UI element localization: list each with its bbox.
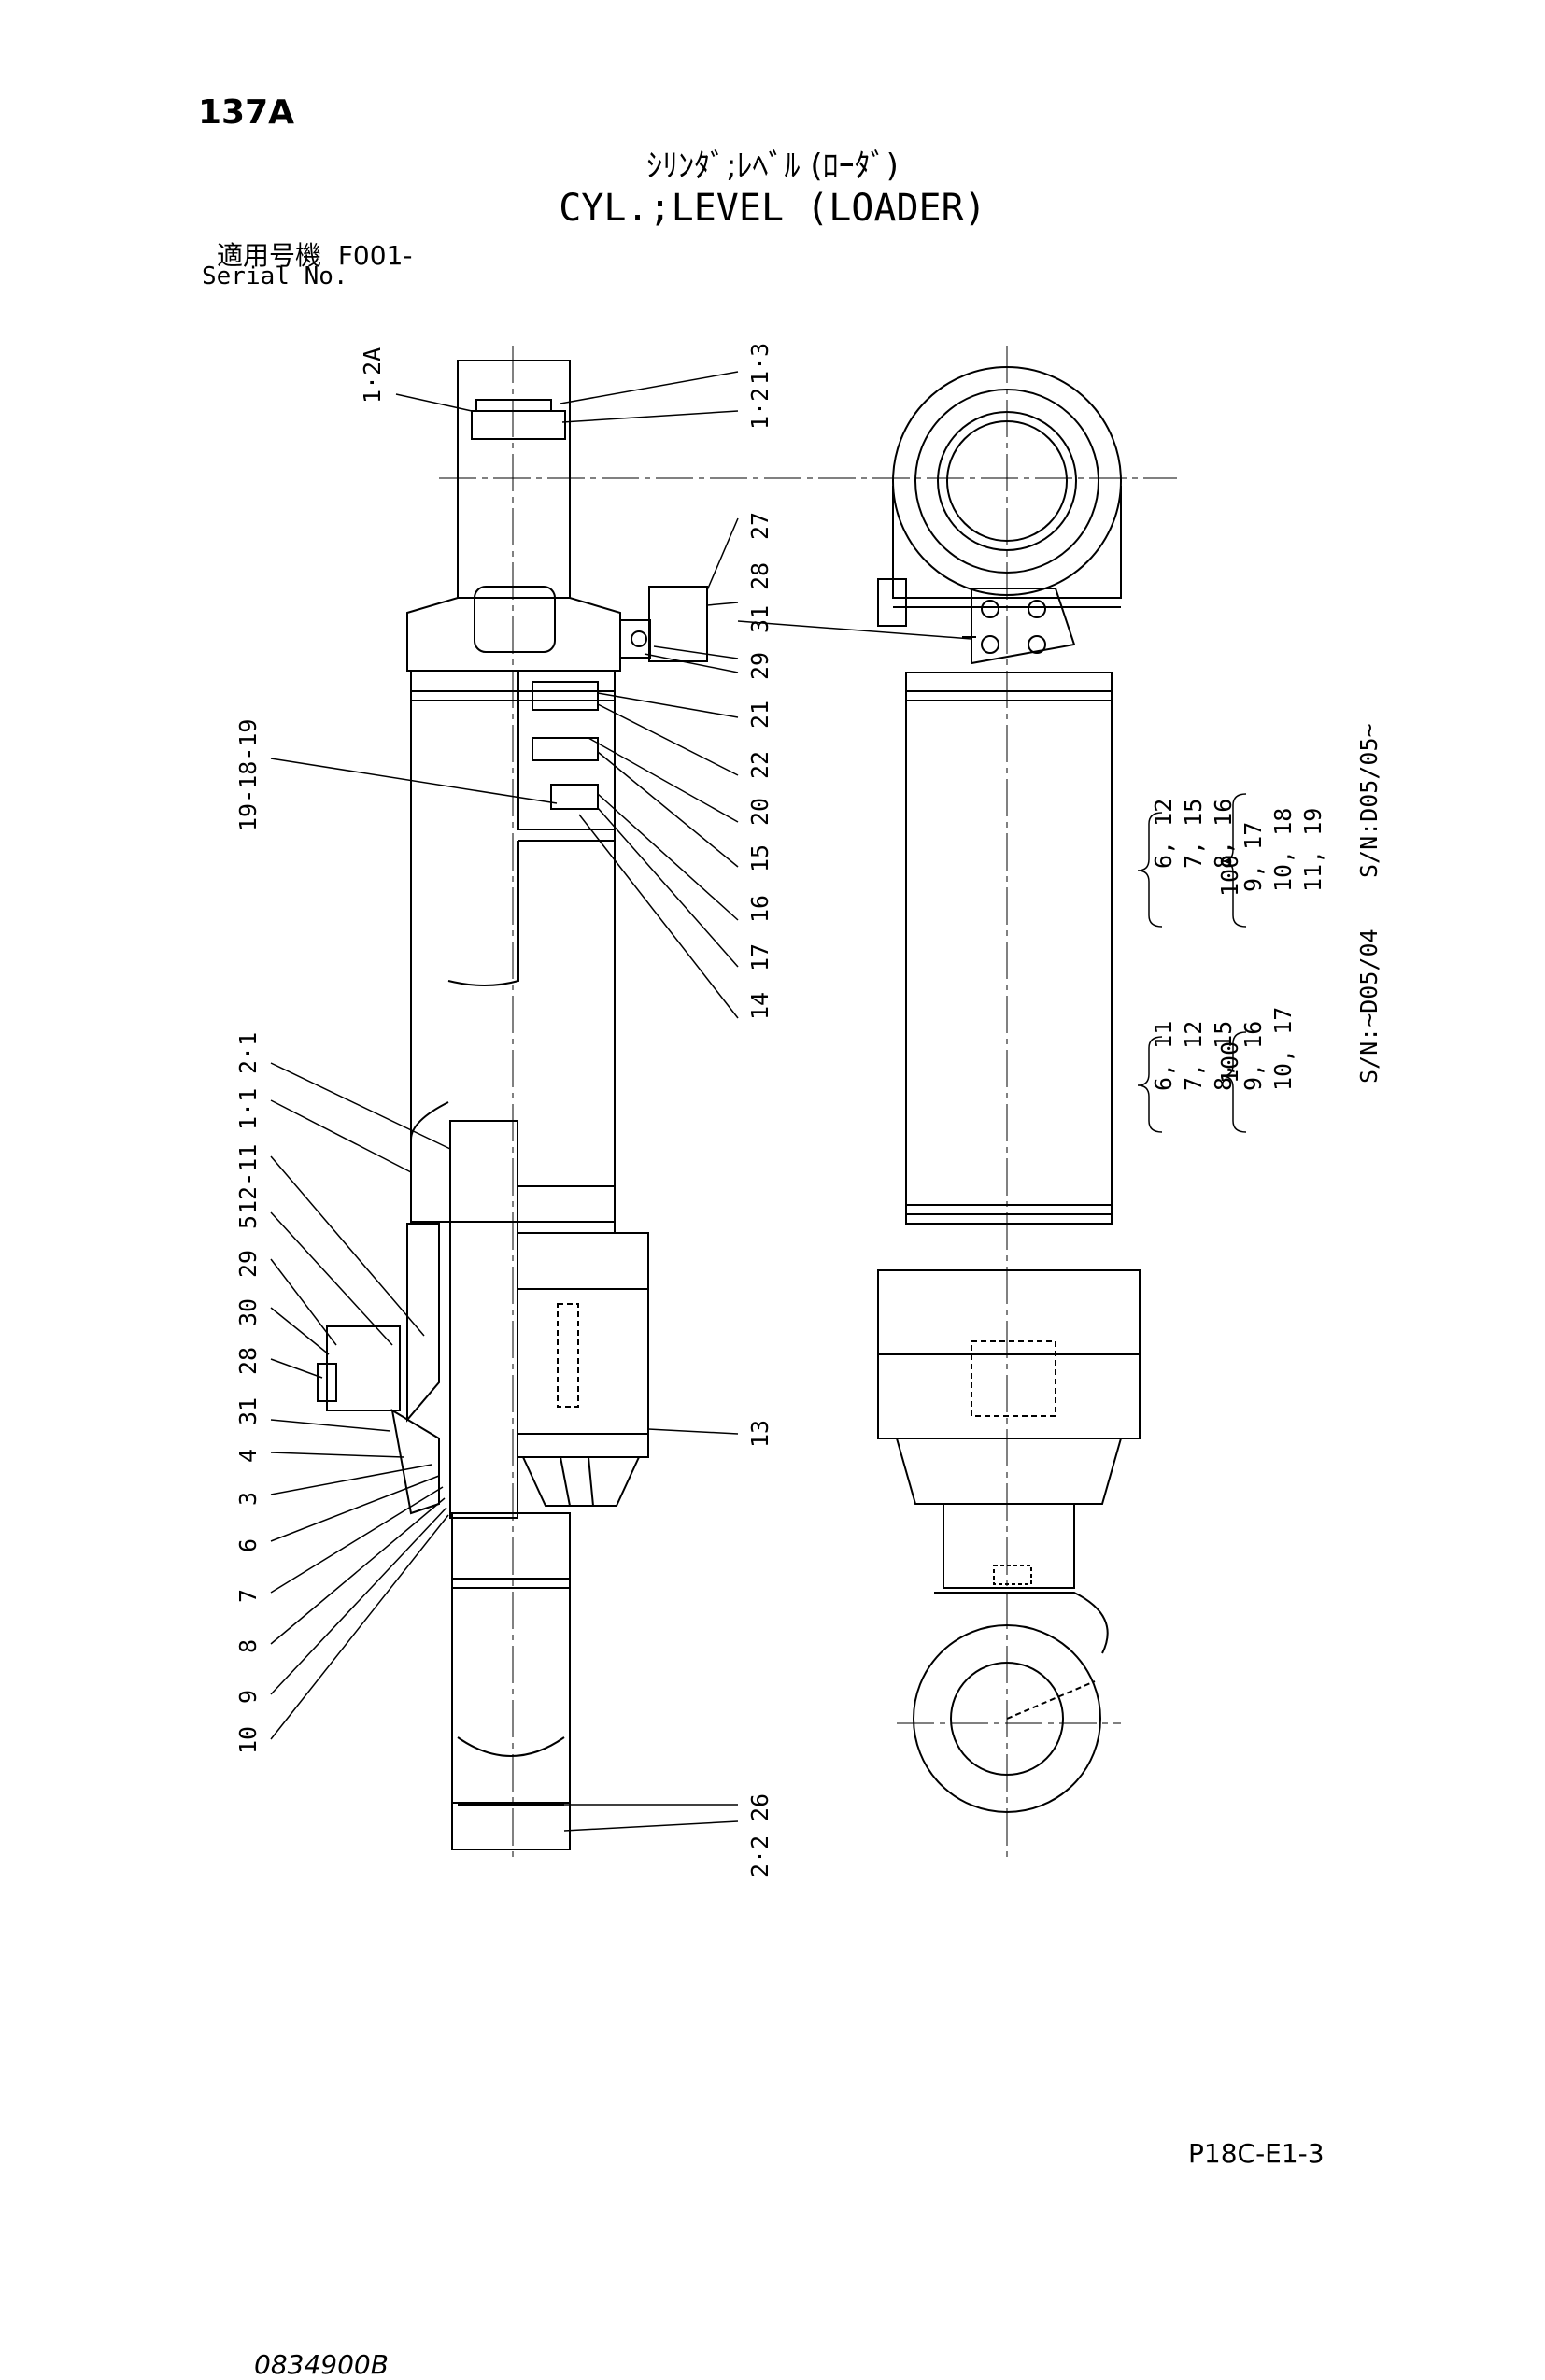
callout-3: 3	[234, 1492, 262, 1506]
kit-old-row-2: 7, 12	[1180, 1021, 1207, 1091]
kit-new-row-1: 6, 12	[1150, 799, 1177, 869]
kit-old-serial: S/N:~D05/04	[1355, 928, 1382, 1084]
callout-7: 7	[234, 1589, 262, 1603]
callout-21: 21	[746, 701, 773, 729]
serial-label-english: Serial No.	[202, 262, 348, 290]
serial-label-jp-text: 適用号機	[217, 240, 322, 271]
serial-value: F001-	[337, 240, 413, 271]
callout-17: 17	[746, 943, 773, 971]
callout-30: 30	[234, 1298, 262, 1326]
callout-1-1: 1·1	[234, 1088, 262, 1130]
kit-new-row-2: 7, 15	[1180, 799, 1207, 869]
callout-19-18-19: 19-18-19	[234, 719, 262, 831]
callout-2-1: 2·1	[234, 1032, 262, 1074]
callout-28-left: 28	[234, 1347, 262, 1375]
kit-new-row-5: 10, 18	[1269, 808, 1297, 892]
callout-12-11: 12-11	[234, 1144, 262, 1214]
kit-old-row-3: 8, 15	[1210, 1021, 1237, 1091]
title-japanese: ｼﾘﾝﾀﾞ;ﾚﾍﾞﾙ (ﾛｰﾀﾞ)	[646, 148, 899, 185]
callout-15: 15	[746, 844, 773, 872]
seal-kit-old: 6, 11 7, 12 8, 15 9, 16 10, 17 100 S/N:~…	[1150, 928, 1382, 1091]
kit-old-row-1: 6, 11	[1150, 1021, 1177, 1091]
callout-13: 13	[746, 1420, 773, 1448]
callout-10: 10	[234, 1726, 262, 1754]
kit-new-row-3: 8, 16	[1210, 799, 1237, 869]
kit-new-serial: S/N:D05/05~	[1355, 723, 1382, 878]
kit-new-row-6: 11, 19	[1299, 808, 1326, 892]
callout-4: 4	[234, 1449, 262, 1463]
callout-28: 28	[746, 562, 773, 590]
callout-5: 5	[234, 1215, 262, 1229]
callout-1-3: 1·3	[746, 343, 773, 385]
callout-1-2: 1·2	[746, 388, 773, 430]
title-english: CYL.;LEVEL (LOADER)	[559, 187, 986, 230]
kit-old-row-4: 9, 16	[1240, 1021, 1267, 1091]
callout-labels: 1·2A 1·3 1·2 27 28 31 29 21 22 20 15 16 …	[234, 343, 773, 1877]
callout-9: 9	[234, 1690, 262, 1704]
callout-1-2A: 1·2A	[359, 347, 386, 404]
callout-29: 29	[746, 652, 773, 680]
callout-22: 22	[746, 751, 773, 779]
serial-label-japanese: 適用号機 F001-	[217, 235, 412, 273]
parts-drawing: 1·2A 1·3 1·2 27 28 31 29 21 22 20 15 16 …	[234, 343, 1382, 1877]
kit-old-number: 100	[1216, 1041, 1243, 1084]
callout-29-left: 29	[234, 1250, 262, 1278]
callout-31-left: 31	[234, 1397, 262, 1425]
leader-lines	[270, 371, 1247, 1832]
drawing-number: 0834900B	[254, 2349, 389, 2380]
callout-2-2: 2·2	[746, 1835, 773, 1877]
callout-14: 14	[746, 992, 773, 1020]
kit-new-number: 100	[1216, 855, 1243, 897]
kit-new-row-4: 9, 17	[1240, 822, 1267, 892]
right-external-view	[877, 366, 1141, 1813]
callout-8: 8	[234, 1639, 262, 1653]
seal-kit-new: 6, 12 7, 15 8, 16 9, 17 10, 18 11, 19 10…	[1150, 723, 1382, 897]
callout-6: 6	[234, 1538, 262, 1552]
center-lines	[439, 346, 1177, 1859]
kit-old-row-5: 10, 17	[1269, 1007, 1297, 1091]
page-number: 137A	[198, 93, 295, 132]
callout-27: 27	[746, 512, 773, 540]
callout-31: 31	[746, 605, 773, 633]
page-code: P18C-E1-3	[1188, 2138, 1325, 2169]
callout-26: 26	[746, 1793, 773, 1821]
callout-20: 20	[746, 798, 773, 826]
callout-16: 16	[746, 895, 773, 923]
